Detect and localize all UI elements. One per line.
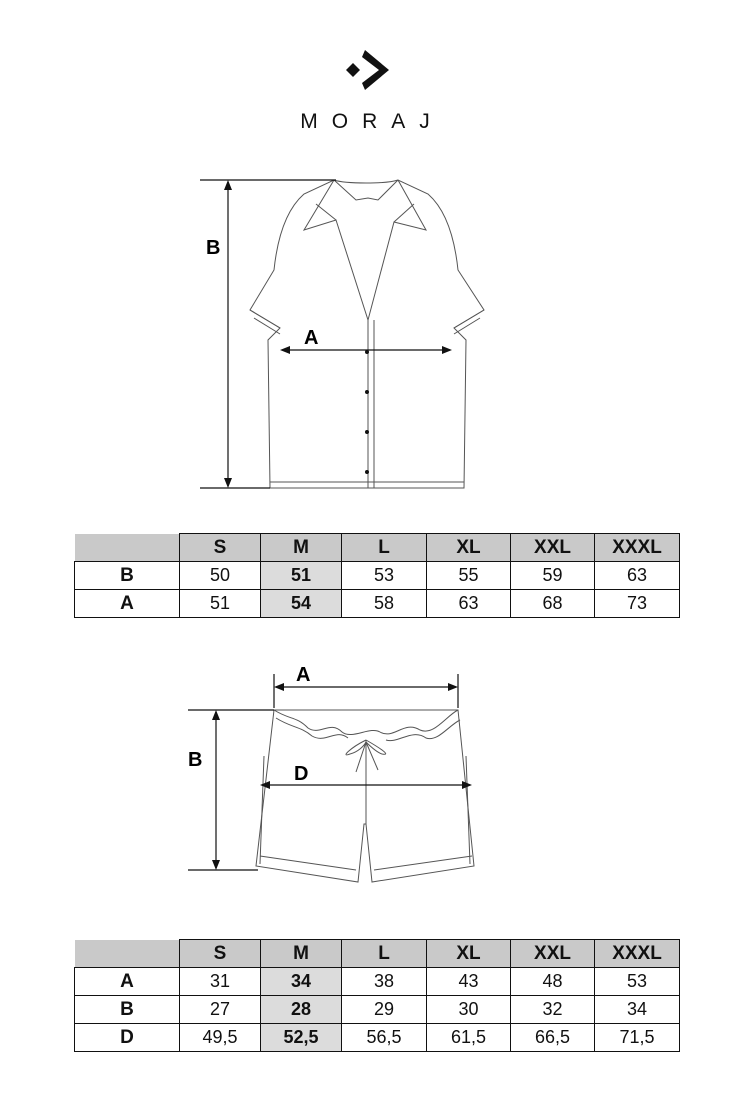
table-cell: 63 [594, 561, 680, 590]
shirt-label-b: B [206, 237, 220, 259]
table-cell: 71,5 [594, 1023, 680, 1052]
size-header: XXXL [594, 939, 680, 968]
table-cell: 28 [260, 995, 342, 1024]
table-cell: 53 [594, 967, 680, 996]
size-header: XL [426, 939, 511, 968]
table-cell: 51 [260, 561, 342, 590]
row-label: A [74, 589, 180, 618]
size-header: XXXL [594, 533, 680, 562]
shorts-label-d: D [294, 763, 308, 785]
table-cell: 52,5 [260, 1023, 342, 1052]
bottom-size-table: S M L XL XXL XXXL A 31 34 38 43 48 53 B … [74, 939, 680, 1052]
size-header: XXL [510, 533, 595, 562]
shorts-diagram: A B D [188, 664, 475, 883]
table-cell: 49,5 [179, 1023, 261, 1052]
table-cell: 38 [341, 967, 427, 996]
size-header: XXL [510, 939, 595, 968]
table-cell: 54 [260, 589, 342, 618]
shirt-diagram: B A [200, 179, 485, 489]
table-row: A 31 34 38 43 48 53 [74, 967, 680, 996]
row-label: B [74, 561, 180, 590]
row-label: D [74, 1023, 180, 1052]
size-header: S [179, 939, 261, 968]
table-cell: 59 [510, 561, 595, 590]
shorts-label-a: A [296, 664, 310, 686]
table-cell: 43 [426, 967, 511, 996]
table-cell: 51 [179, 589, 261, 618]
table-cell: 27 [179, 995, 261, 1024]
table-cell: 32 [510, 995, 595, 1024]
size-header: L [341, 533, 427, 562]
top-size-table: S M L XL XXL XXXL B 50 51 53 55 59 63 A … [74, 533, 680, 618]
table-cell: 61,5 [426, 1023, 511, 1052]
table-row: B 27 28 29 30 32 34 [74, 995, 680, 1024]
row-label: B [74, 995, 180, 1024]
table-cell: 31 [179, 967, 261, 996]
table-cell: 63 [426, 589, 511, 618]
size-header: S [179, 533, 261, 562]
table-cell: 66,5 [510, 1023, 595, 1052]
table-cell: 58 [341, 589, 427, 618]
brand-logo-icon [346, 50, 389, 90]
brand-name: MORAJ [300, 110, 444, 133]
shirt-label-a: A [304, 327, 318, 349]
table-cell: 34 [260, 967, 342, 996]
size-header: XL [426, 533, 511, 562]
table-cell: 55 [426, 561, 511, 590]
table-row: D 49,5 52,5 56,5 61,5 66,5 71,5 [74, 1023, 680, 1052]
table-cell: 50 [179, 561, 261, 590]
shorts-label-b: B [188, 749, 202, 771]
size-header: L [341, 939, 427, 968]
table-cell: 56,5 [341, 1023, 427, 1052]
table-row: B 50 51 53 55 59 63 [74, 561, 680, 590]
table-cell: 34 [594, 995, 680, 1024]
table-cell: 29 [341, 995, 427, 1024]
table-cell: 73 [594, 589, 680, 618]
table-cell: 48 [510, 967, 595, 996]
table-cell: 68 [510, 589, 595, 618]
size-header: M [260, 939, 342, 968]
row-label: A [74, 967, 180, 996]
table-cell: 30 [426, 995, 511, 1024]
table-row: A 51 54 58 63 68 73 [74, 589, 680, 618]
size-header: M [260, 533, 342, 562]
table-header-row: S M L XL XXL XXXL [74, 533, 680, 562]
table-cell: 53 [341, 561, 427, 590]
table-header-row: S M L XL XXL XXXL [74, 939, 680, 968]
